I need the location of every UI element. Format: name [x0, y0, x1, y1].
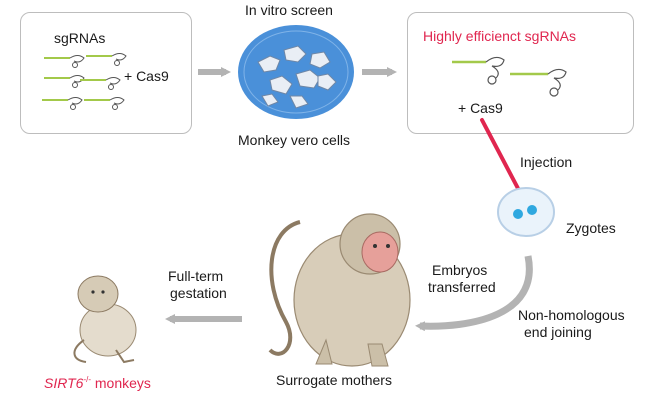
- surrogate-mothers-label: Surrogate mothers: [276, 372, 392, 388]
- monkeys-suffix: monkeys: [91, 375, 151, 391]
- monkey-vero-cells-label: Monkey vero cells: [238, 132, 351, 148]
- embryos-label-line2: transferred: [428, 279, 496, 295]
- sirt6-monkey-illustration: [73, 275, 137, 364]
- right-cas9-label: + Cas9: [458, 100, 503, 116]
- nhej-label-line1: Non-homologous: [518, 307, 625, 323]
- sgrna-box: [20, 12, 192, 134]
- injection-label: Injection: [520, 154, 573, 170]
- sirt6-monkeys-label: SIRT6-/- monkeys: [44, 372, 151, 391]
- left-cas9-label: + Cas9: [124, 68, 169, 84]
- sirt6-gene-name: SIRT6: [44, 375, 84, 391]
- gestation-label-line1: Full-term: [168, 268, 224, 284]
- zygotes-label: Zygotes: [566, 220, 616, 236]
- sirt6-superscript: -/-: [83, 375, 91, 384]
- sgrna-icons: [42, 53, 127, 110]
- surrogate-monkey-illustration: [268, 213, 411, 367]
- efficient-sgrna-icons: [452, 56, 567, 97]
- injection-needle: [480, 118, 524, 198]
- sgrnas-label: sgRNAs: [54, 30, 106, 46]
- zygote-icon: [497, 187, 555, 237]
- embryos-label-line1: Embryos: [432, 262, 488, 278]
- gestation-label-line2: gestation: [170, 285, 227, 301]
- nhej-label-line2: end joining: [524, 324, 592, 340]
- petri-dish-icon: [238, 25, 354, 119]
- efficient-sgrnas-label: Highly efficienct sgRNAs: [423, 28, 577, 44]
- in-vitro-screen-label: In vitro screen: [245, 2, 333, 18]
- arrow-embryo-transfer: [415, 255, 533, 332]
